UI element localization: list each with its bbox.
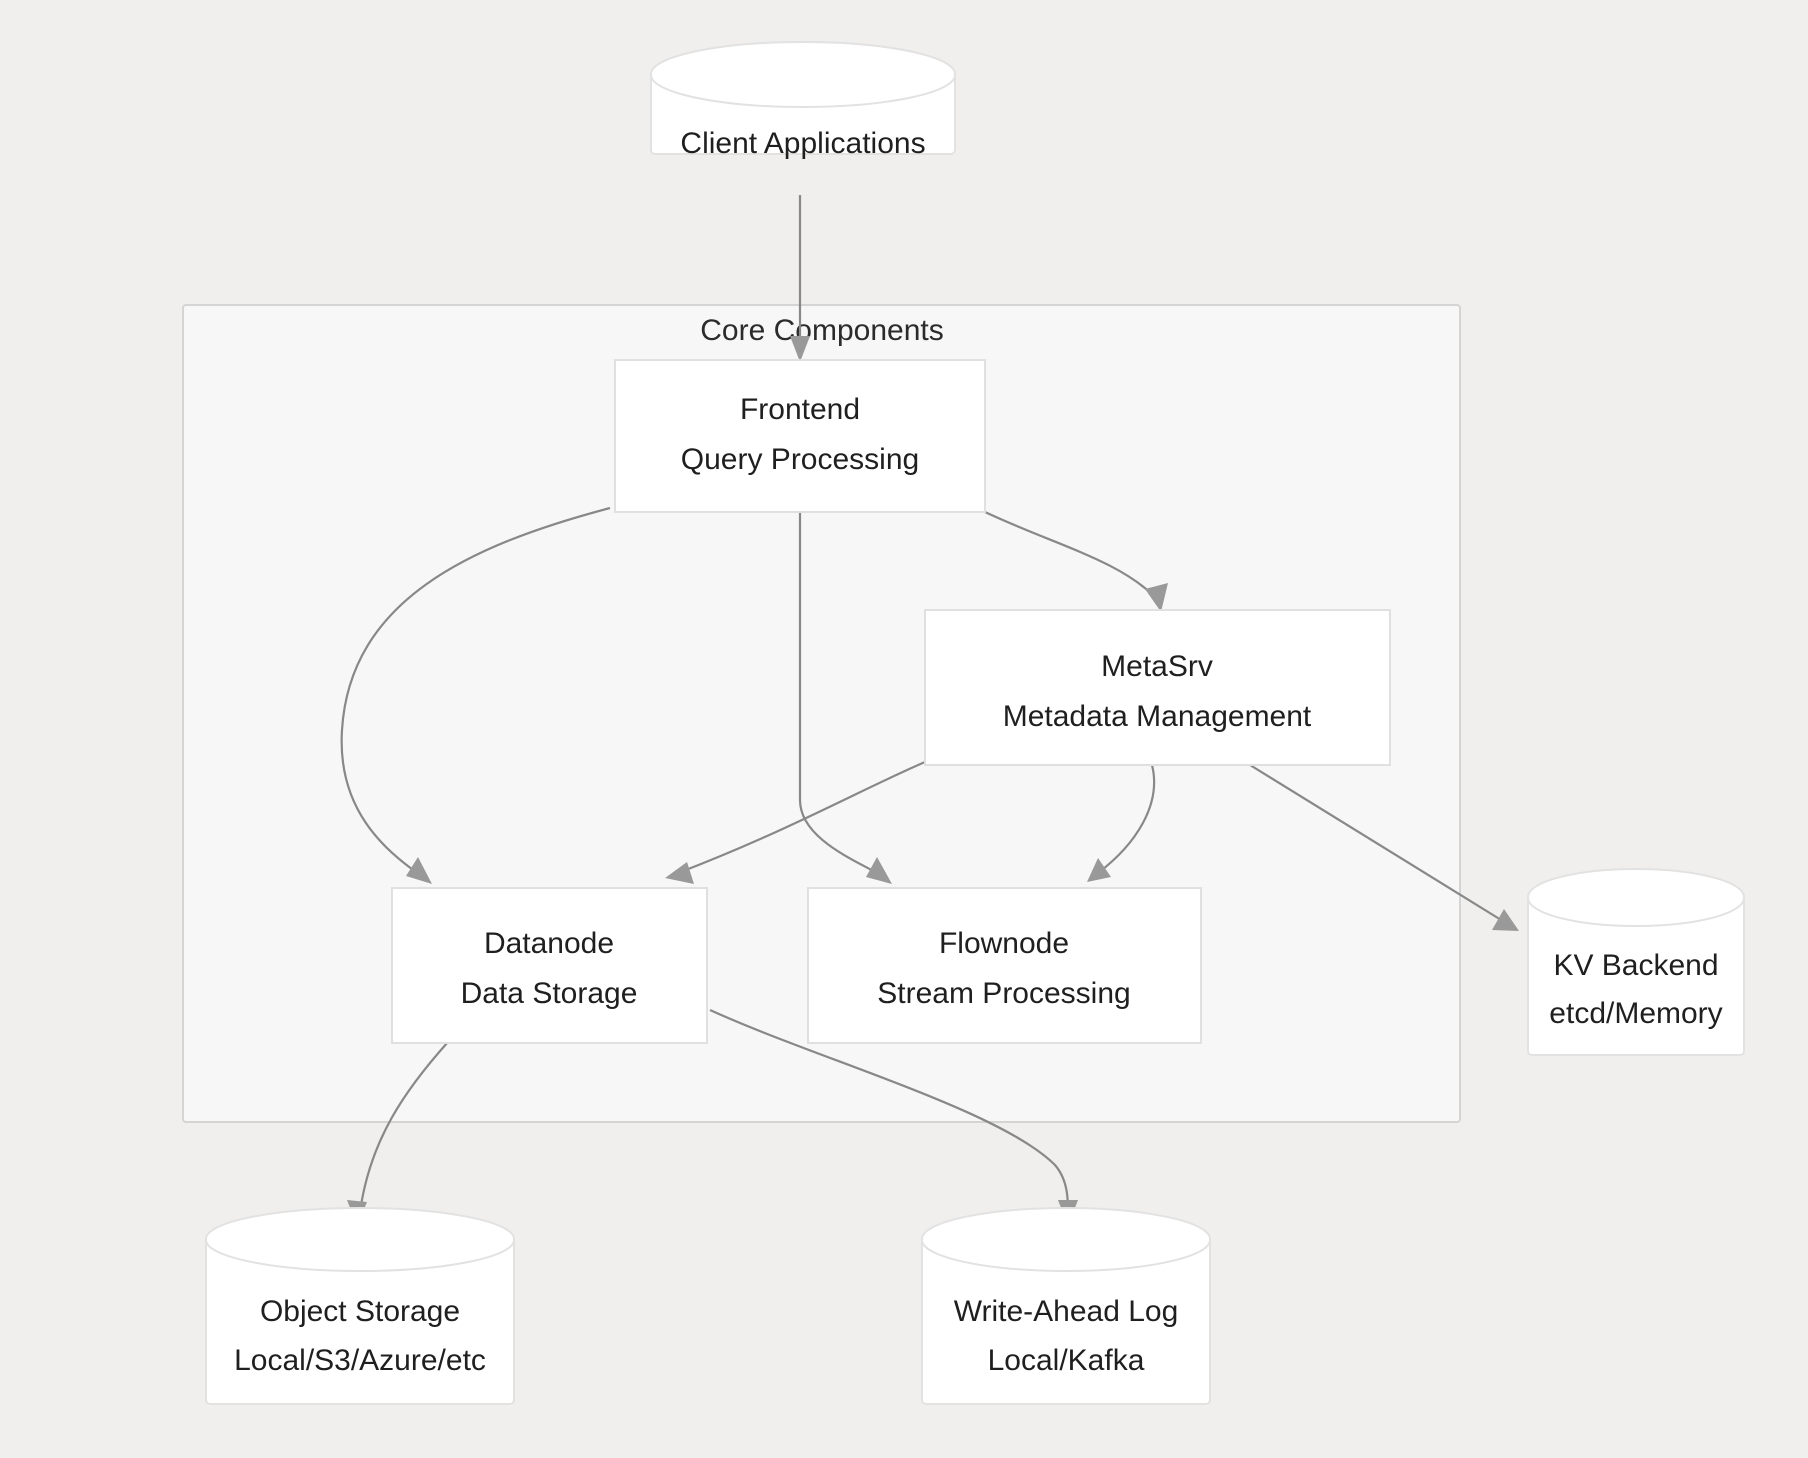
node-flownode[interactable]: Flownode Stream Processing	[807, 887, 1202, 1044]
node-datanode[interactable]: Datanode Data Storage	[391, 887, 708, 1044]
edge-frontend-to-metasrv	[984, 511, 1168, 612]
node-kv-backend[interactable]: KV Backend etcd/Memory	[1527, 868, 1745, 1056]
edge-metasrv-to-datanode	[665, 760, 926, 884]
node-datanode-line-1: Datanode	[484, 927, 614, 960]
node-object-storage-line-1: Object Storage	[260, 1295, 460, 1328]
node-flownode-line-2: Stream Processing	[877, 977, 1130, 1010]
node-metasrv[interactable]: MetaSrv Metadata Management	[924, 609, 1391, 766]
node-write-ahead-log[interactable]: Write-Ahead Log Local/Kafka	[921, 1207, 1211, 1405]
arrow-head-icon	[1492, 909, 1519, 931]
node-frontend-line-2: Query Processing	[681, 443, 919, 476]
node-object-storage[interactable]: Object Storage Local/S3/Azure/etc	[205, 1207, 515, 1405]
node-frontend[interactable]: Frontend Query Processing	[614, 359, 986, 513]
node-object-storage-line-2: Local/S3/Azure/etc	[234, 1344, 486, 1377]
node-frontend-line-1: Frontend	[740, 393, 860, 426]
arrow-head-icon	[665, 862, 694, 884]
node-metasrv-line-1: MetaSrv	[1101, 650, 1213, 683]
node-client-applications[interactable]: Client Applications	[650, 41, 956, 160]
cluster-core-components-label: Core Components	[700, 314, 943, 347]
edge-frontend-to-flownode	[798, 512, 892, 884]
edge-client-to-frontend	[790, 195, 810, 362]
edge-frontend-to-datanode	[340, 506, 611, 884]
node-kv-backend-line-2: etcd/Memory	[1549, 997, 1722, 1030]
edge-metasrv-to-flownode	[1087, 764, 1156, 882]
arrow-head-icon	[866, 857, 892, 884]
arrow-head-icon	[1145, 583, 1168, 612]
node-flownode-line-1: Flownode	[939, 927, 1069, 960]
arrow-head-icon	[790, 336, 810, 362]
arrow-head-icon	[406, 857, 432, 884]
node-client-applications-line-1: Client Applications	[680, 127, 925, 160]
arrow-head-icon	[1087, 858, 1111, 882]
edge-metasrv-to-kv	[1249, 764, 1519, 931]
node-metasrv-line-2: Metadata Management	[1003, 700, 1312, 733]
node-write-ahead-log-line-2: Local/Kafka	[988, 1344, 1145, 1377]
node-datanode-line-2: Data Storage	[461, 977, 638, 1010]
node-kv-backend-line-1: KV Backend	[1553, 949, 1718, 982]
node-write-ahead-log-line-1: Write-Ahead Log	[954, 1295, 1179, 1328]
